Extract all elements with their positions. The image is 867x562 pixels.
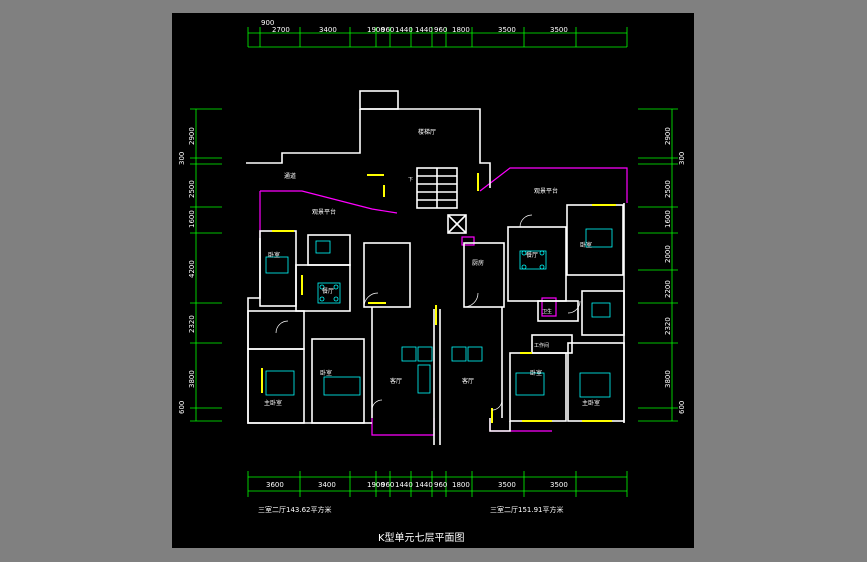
left-dimension-labels: 2900 300 2500 1600 4200 2320 3800 600: [178, 127, 196, 414]
dim-bottom-8: 1800: [452, 481, 470, 489]
label-garden-left: 观景平台: [312, 208, 336, 216]
building-walls: [246, 90, 625, 445]
dim-left-5: 4200: [188, 260, 196, 278]
dim-bottom-9: 3500: [498, 481, 516, 489]
dim-left-2: 300: [178, 152, 186, 165]
dim-left-6: 2320: [188, 315, 196, 333]
dim-right-3: 2500: [664, 180, 672, 198]
right-dimension-labels: 2900 300 2500 1600 2000 2200 2320 3800 6…: [664, 127, 686, 414]
label-master-l: 主卧室: [264, 399, 282, 407]
label-toilet-r: 卫生: [542, 308, 552, 315]
dim-right-2: 300: [678, 152, 686, 165]
left-dimension-chain: [190, 108, 222, 422]
label-stair-hall: 楼梯厅: [418, 128, 436, 136]
dim-left-8: 600: [178, 401, 186, 414]
dim-left-3: 2500: [188, 180, 196, 198]
label-bedroom-r2: 卧室: [530, 369, 542, 377]
dim-top-5: 960: [381, 26, 394, 34]
dim-top-9: 1800: [452, 26, 470, 34]
label-bedroom-l1: 卧室: [268, 251, 280, 259]
bottom-dimension-labels: 3600 3400 1900 960 1440 1440 960 1800 35…: [266, 481, 568, 489]
dim-top-11: 3500: [550, 26, 568, 34]
area-caption-right: 三室二厅151.91平方米: [490, 505, 564, 514]
top-dimension-chain: [247, 27, 628, 48]
dim-bottom-6: 1440: [415, 481, 433, 489]
label-bedroom-l2: 卧室: [320, 369, 332, 377]
dim-bottom-7: 960: [434, 481, 447, 489]
label-living-r: 客厅: [462, 377, 474, 385]
dim-left-7: 3800: [188, 370, 196, 388]
dim-top-1: 900: [261, 19, 274, 27]
dim-top-8: 960: [434, 26, 447, 34]
dim-top-3: 3400: [319, 26, 337, 34]
label-master-r: 主卧室: [582, 399, 600, 407]
label-garden-right: 观景平台: [534, 187, 558, 195]
dim-left-4: 1600: [188, 210, 196, 228]
room-labels: 楼梯厅 通道 观景平台 观景平台 卧室 餐厅 主卧室 卧室 客厅 客厅 厨房 餐…: [264, 128, 600, 407]
window-marks: [261, 173, 616, 423]
drawing-title: K型单元七层平面图: [378, 531, 465, 544]
dim-right-8: 3800: [664, 370, 672, 388]
label-study-r: 工作间: [534, 342, 549, 349]
dim-bottom-1: 3600: [266, 481, 284, 489]
dim-bottom-4: 960: [381, 481, 394, 489]
label-stair-down: 下: [408, 177, 413, 183]
dim-top-4: 1900: [367, 26, 385, 34]
dim-top-6: 1440: [395, 26, 413, 34]
dim-bottom-3: 1900: [367, 481, 385, 489]
dim-right-4: 1600: [664, 210, 672, 228]
dim-top-10: 3500: [498, 26, 516, 34]
top-dimension-labels: 900 2700 3400 1900 960 1440 1440 960 180…: [261, 19, 568, 34]
label-living-l: 客厅: [390, 377, 402, 385]
dim-bottom-2: 3400: [318, 481, 336, 489]
label-kitchen-r: 厨房: [472, 259, 484, 267]
dim-top-2: 2700: [272, 26, 290, 34]
dim-top-7: 1440: [415, 26, 433, 34]
door-swings: [275, 214, 581, 411]
label-corridor: 通道: [284, 172, 296, 180]
label-dining-r: 餐厅: [526, 251, 538, 259]
dim-right-7: 2320: [664, 317, 672, 335]
dim-bottom-5: 1440: [395, 481, 413, 489]
dim-right-1: 2900: [664, 127, 672, 145]
area-caption-left: 三室二厅143.62平方米: [258, 505, 332, 514]
label-bedroom-r1: 卧室: [580, 241, 592, 249]
drawing-canvas: 900 2700 3400 1900 960 1440 1440 960 180…: [172, 13, 694, 548]
dim-right-6: 2200: [664, 280, 672, 298]
bottom-dimension-chain: [247, 471, 628, 497]
right-dimension-chain: [638, 108, 678, 422]
floor-plan-drawing: 900 2700 3400 1900 960 1440 1440 960 180…: [178, 19, 686, 544]
label-dining-l: 餐厅: [322, 287, 334, 295]
dim-right-9: 600: [678, 401, 686, 414]
dim-left-1: 2900: [188, 127, 196, 145]
furniture: [265, 228, 613, 398]
dim-right-5: 2000: [664, 245, 672, 263]
dim-bottom-10: 3500: [550, 481, 568, 489]
